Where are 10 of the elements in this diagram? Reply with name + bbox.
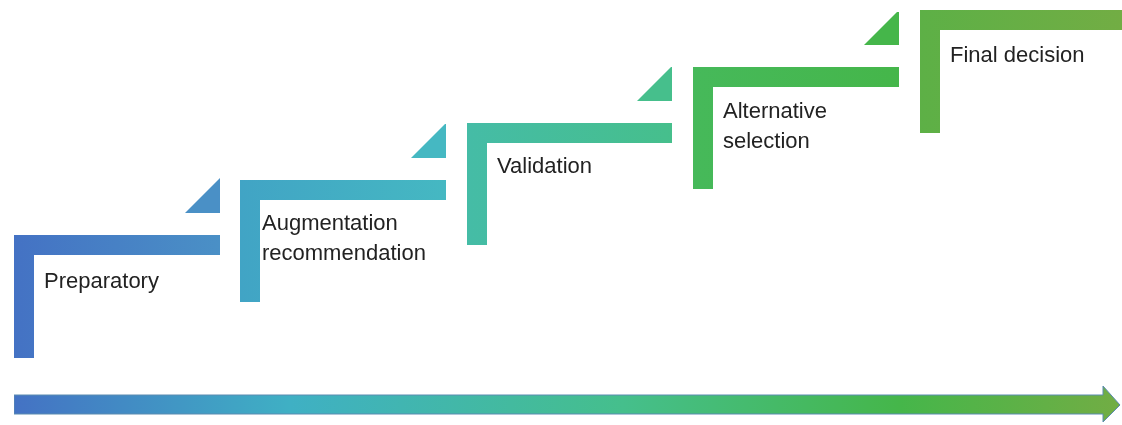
step-label: Preparatory [44,267,160,295]
step-shape [14,178,220,358]
step-label: Validation [497,152,593,180]
step-shape [920,10,1122,133]
step-label: Final decision [950,41,1086,69]
step-shape [240,124,446,302]
step-shape [467,67,672,245]
step-label: Alternative selection [723,97,828,155]
step-label: Augmentation recommendation [262,209,427,267]
step-shape [693,12,899,189]
